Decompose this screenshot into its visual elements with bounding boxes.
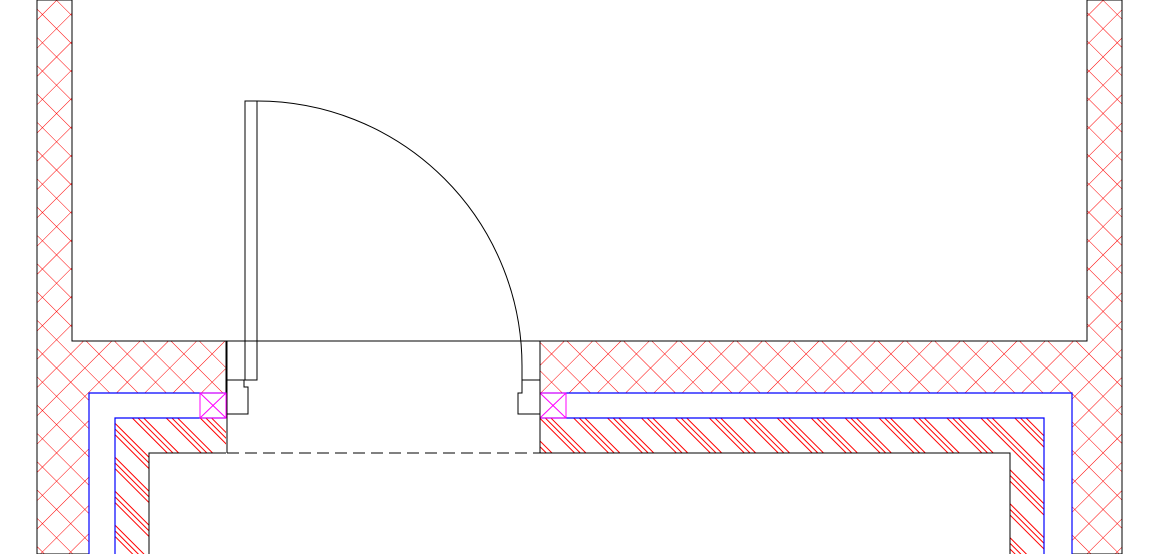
column-marker-right bbox=[539, 392, 567, 419]
insulation-lines bbox=[88, 392, 1073, 554]
door-leaf bbox=[244, 100, 258, 381]
column-marker-left bbox=[199, 392, 227, 419]
door-jamb-right bbox=[517, 341, 541, 453]
door-jamb-left bbox=[226, 341, 257, 453]
partition-wall bbox=[115, 418, 1044, 554]
door-swing-arc bbox=[256, 100, 523, 380]
exterior-wall bbox=[36, 0, 1123, 554]
